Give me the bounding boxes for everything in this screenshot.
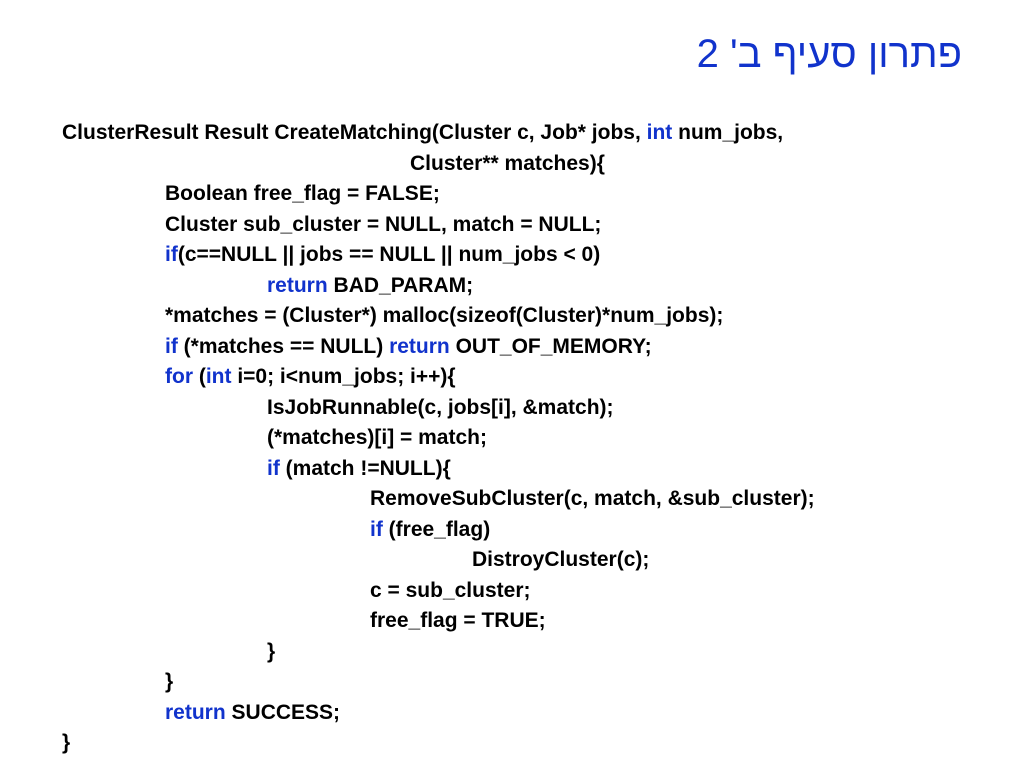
code-line: if (*matches == NULL) return OUT_OF_MEMO… [62,332,982,363]
code-keyword: if [267,456,280,480]
code-text: BAD_PARAM; [327,273,474,297]
code-keyword: return [389,334,450,358]
code-block: ClusterResult Result CreateMatching(Clus… [62,118,982,759]
code-line: return SUCCESS; [62,698,982,729]
code-line: if(c==NULL || jobs == NULL || num_jobs <… [62,240,982,271]
code-text: (c==NULL || jobs == NULL || num_jobs < 0… [177,243,601,266]
code-line: Cluster sub_cluster = NULL, match = NULL… [62,210,982,241]
code-text: (free_flag) [382,517,491,541]
code-line: Boolean free_flag = FALSE; [62,179,982,210]
code-text: } [267,639,276,663]
code-text: Cluster sub_cluster = NULL, match = NULL… [165,212,602,236]
code-line: if (free_flag) [62,515,982,546]
code-keyword: for [165,365,193,388]
code-line: (*matches)[i] = match; [62,423,982,454]
code-text: (*matches)[i] = match; [267,426,487,449]
code-keyword: if [165,243,178,266]
code-keyword: return [267,273,328,297]
code-line: free_flag = TRUE; [62,606,982,637]
code-text: Cluster** matches){ [410,151,605,175]
code-text: c = sub_cluster; [370,578,531,602]
code-keyword: int [646,121,673,144]
code-text: i=0; i<num_jobs; i++){ [231,365,456,388]
code-text: free_flag = TRUE; [370,609,546,632]
code-text: } [165,670,174,693]
code-keyword: if [165,334,178,358]
code-line: return BAD_PARAM; [62,271,982,302]
code-line: if (match !=NULL){ [62,454,982,485]
code-text: *matches = (Cluster*) malloc(sizeof(Clus… [165,304,724,327]
code-text: (match !=NULL){ [279,456,451,480]
code-keyword: int [205,365,232,388]
code-keyword: return [165,700,226,724]
code-line: } [62,667,982,698]
code-text: } [62,731,71,754]
code-line: *matches = (Cluster*) malloc(sizeof(Clus… [62,301,982,332]
code-line: Cluster** matches){ [62,149,982,180]
code-line: IsJobRunnable(c, jobs[i], &match); [62,393,982,424]
code-line: } [62,728,982,759]
code-text: OUT_OF_MEMORY; [449,334,652,358]
code-text: SUCCESS; [225,700,341,724]
code-line: RemoveSubCluster(c, match, &sub_cluster)… [62,484,982,515]
code-line: c = sub_cluster; [62,576,982,607]
code-text: (*matches == NULL) [177,334,390,358]
code-line: } [62,637,982,668]
code-text: RemoveSubCluster(c, match, &sub_cluster)… [370,487,815,510]
code-line: for (int i=0; i<num_jobs; i++){ [62,362,982,393]
code-text: Boolean free_flag = FALSE; [165,182,440,205]
code-keyword: if [370,517,383,541]
code-line: DistroyCluster(c); [62,545,982,576]
code-text: DistroyCluster(c); [472,548,650,571]
slide-title: פתרון סעיף ב' 2 [696,32,962,76]
code-text: IsJobRunnable(c, jobs[i], &match); [267,395,614,419]
code-line: ClusterResult Result CreateMatching(Clus… [62,118,982,149]
code-text: num_jobs, [672,121,784,144]
code-text: ClusterResult Result CreateMatching(Clus… [62,121,647,144]
code-text: ( [193,365,206,388]
